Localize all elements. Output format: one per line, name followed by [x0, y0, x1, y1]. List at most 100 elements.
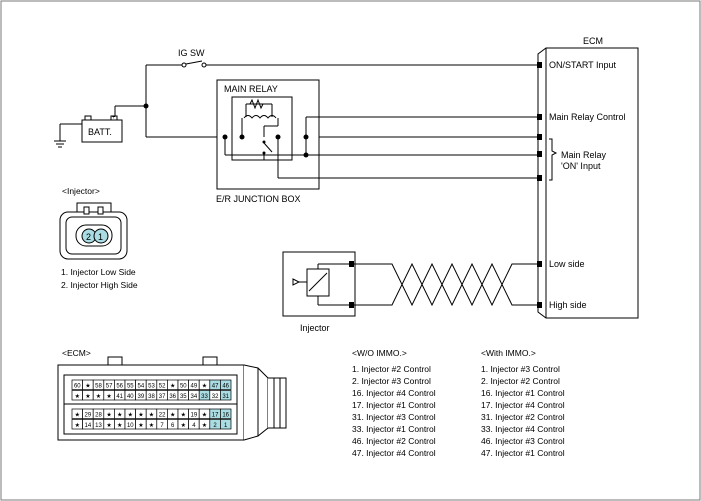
wo-immo-item: 16. Injector #4 Control [352, 388, 436, 398]
ecm-pin-number: 2 [213, 423, 217, 429]
ecm-pin-number: 29 [85, 412, 92, 418]
twisted-pair-low [354, 262, 537, 307]
ig-sw-label: IG SW [178, 48, 205, 58]
with-immo-item: 16. Injector #1 Control [481, 388, 565, 398]
twisted-pair-high [354, 262, 537, 307]
wo-immo-item: 47. Injector #4 Control [352, 448, 436, 458]
ecm-pin-number: ★ [85, 393, 90, 400]
ecm-pin-number: 41 [116, 394, 123, 400]
ecm-block: ECM ON/START Input Main Relay Control Ma… [537, 36, 639, 319]
ecm-pin-number: ★ [106, 422, 111, 429]
wo-immo-title: <W/O IMMO.> [352, 348, 407, 358]
ecm-pin-number: 6 [171, 423, 175, 429]
ecm-pin-number: ★ [96, 393, 101, 400]
ecm-pin-number: ★ [75, 393, 80, 400]
er-junction-box-label: E/R JUNCTION BOX [216, 194, 301, 204]
ecm-pin-number: ★ [85, 382, 90, 389]
ecm-pin-number: ★ [138, 411, 143, 418]
ecm-pin-number: ★ [202, 382, 207, 389]
on-start-input-label: ON/START Input [549, 60, 617, 70]
high-side-label: High side [549, 300, 587, 310]
battery-circuit: IG SW - + BATT. [54, 48, 537, 148]
ecm-pin-number: 46 [222, 383, 229, 389]
ecm-pin-number: ★ [138, 422, 143, 429]
ecm-pin-number: ★ [181, 422, 186, 429]
ecm-pin-number: ★ [75, 422, 80, 429]
ecm-pin-number: 37 [159, 394, 166, 400]
ecm-pin-number: ★ [149, 411, 154, 418]
with-immo-item: 2. Injector #2 Control [481, 376, 560, 386]
wo-immo-item: 31. Injector #3 Control [352, 412, 436, 422]
ecm-pin-number: 57 [106, 383, 113, 389]
ecm-pin-number: ★ [170, 382, 175, 389]
injector-connector-title: <Injector> [62, 186, 100, 196]
ecm-pin-number: 10 [127, 423, 134, 429]
ecm-pin-number: ★ [202, 422, 207, 429]
ecm-pin-number: 58 [95, 383, 102, 389]
injector-pin-desc-2: 2. Injector High Side [61, 280, 138, 290]
ecm-pin-number: 52 [159, 383, 166, 389]
relay-contact [263, 142, 273, 153]
ecm-pin-number: 7 [160, 423, 164, 429]
ecm-pin-number: ★ [149, 422, 154, 429]
ecm-pin-number: 14 [85, 423, 92, 429]
ecm-pin-number: 17 [212, 412, 219, 418]
ecm-pin-number: ★ [202, 411, 207, 418]
wo-immo-item: 2. Injector #3 Control [352, 376, 431, 386]
ecm-pin-number: 28 [95, 412, 102, 418]
relay-coil [243, 115, 277, 119]
wo-immo-item: 46. Injector #2 Control [352, 436, 436, 446]
ecm-pin-number: 47 [212, 383, 219, 389]
ecm-pin-number: 33 [201, 394, 208, 400]
ecm-pin-number: 13 [95, 423, 102, 429]
with-immo-item: 47. Injector #1 Control [481, 448, 565, 458]
ecm-pin-cell [220, 379, 232, 390]
ecm-pin-cell [220, 390, 232, 401]
battery-plus-label: + [112, 115, 116, 121]
ecm-pin-number: ★ [75, 411, 80, 418]
ecm-pin-number: 4 [192, 423, 196, 429]
resistor-symbol [249, 98, 264, 110]
battery [81, 119, 123, 143]
ig-switch-contact [181, 62, 187, 68]
ecm-pin-number: 40 [127, 394, 134, 400]
ecm-title: ECM [583, 36, 603, 46]
ecm-pin-number: 19 [191, 412, 198, 418]
ecm-pin-number: 36 [169, 394, 176, 400]
ecm-pin-number: 1 [224, 423, 228, 429]
with-immo-item: 17. Injector #4 Control [481, 400, 565, 410]
ig-switch-blade [185, 60, 203, 65]
ecm-pin-cell [220, 419, 232, 430]
ecm-pin-number: 38 [148, 394, 155, 400]
ecm-pin-number: ★ [181, 411, 186, 418]
injector-circuit: Injector [282, 251, 537, 333]
ecm-pin-cell [220, 408, 232, 419]
ecm-connector-latch [243, 364, 269, 441]
injector-connector: <Injector> 2 1 1. Injector Low Side 2. I… [59, 186, 138, 290]
ecm-pin-number: 39 [138, 394, 145, 400]
ecm-connector-title: <ECM> [62, 348, 91, 358]
ecm-pin-number: 16 [222, 412, 229, 418]
ecm-pin-number: 34 [191, 394, 198, 400]
wo-immo-item: 33. Injector #1 Control [352, 424, 436, 434]
main-relay-on-label-2: 'ON' Input [561, 161, 601, 171]
with-immo-item: 1. Injector #3 Control [481, 364, 560, 374]
ecm-pin-number: 35 [180, 394, 187, 400]
injector-pin-1 [93, 228, 109, 244]
with-immo-item: 31. Injector #2 Control [481, 412, 565, 422]
with-immo-item: 33. Injector #4 Control [481, 424, 565, 434]
ecm-pin-number: 32 [212, 394, 219, 400]
injector-pin-desc-1: 1. Injector Low Side [61, 267, 136, 277]
ecm-pin-number: 53 [148, 383, 155, 389]
battery-minus-label: - [86, 114, 88, 120]
main-relay-on-label: Main Relay [561, 150, 607, 160]
ecm-pin-number: 54 [138, 383, 145, 389]
ecm-pin-number: ★ [106, 393, 111, 400]
ecm-pin-number: 55 [127, 383, 134, 389]
ecm-pin-number: 50 [180, 383, 187, 389]
ecm-pin-number: ★ [128, 411, 133, 418]
